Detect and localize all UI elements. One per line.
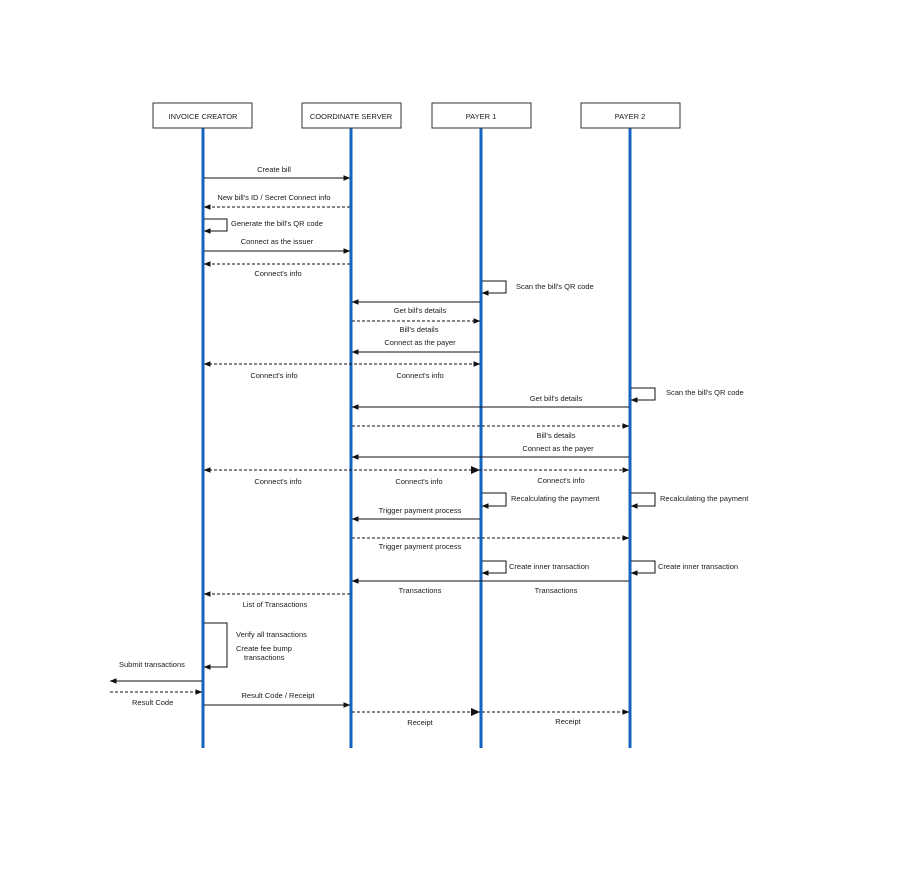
message-result-code: Result Code xyxy=(110,689,203,707)
actor-coordinate-server: COORDINATE SERVER xyxy=(301,102,402,129)
self-message-payer1-recalc: Recalculating the payment xyxy=(481,492,600,509)
actor-invoice-creator: INVOICE CREATOR xyxy=(152,102,253,129)
message-label: Connect's info xyxy=(250,371,297,380)
message-connect-payer2: Connect as the payer xyxy=(351,444,629,460)
message-label: Generate the bill's QR code xyxy=(231,219,323,228)
message-receipt: Receipt Receipt xyxy=(352,708,630,727)
message-label: Create fee bump xyxy=(236,644,292,653)
message-trigger-payment-payer2: Trigger payment process xyxy=(352,535,630,551)
self-message-payer2-inner-tx: Create inner transaction xyxy=(630,560,738,576)
message-label: Create inner transaction xyxy=(509,562,589,571)
message-label: Result Code / Receipt xyxy=(242,691,316,700)
message-label: Verify all transactions xyxy=(236,630,307,639)
message-label: Receipt xyxy=(407,718,433,727)
message-create-bill: Create bill xyxy=(204,165,351,181)
message-new-bill-id: New bill's ID / Secret Connect info xyxy=(203,193,350,210)
message-trigger-payment: Trigger payment process xyxy=(351,506,480,522)
message-connect-info-broadcast-all: Connect's info Connect's info Connect's … xyxy=(203,466,630,486)
message-label: Connect's info xyxy=(396,371,443,380)
actor-label: INVOICE CREATOR xyxy=(169,112,238,121)
message-label: Scan the bill's QR code xyxy=(516,282,594,291)
message-label: Recalculating the payment xyxy=(660,494,749,503)
message-label: Connect as the issuer xyxy=(241,237,314,246)
self-message-verify-fee-bump: Verify all transactions Create fee bump … xyxy=(203,622,307,670)
message-get-bill-details-payer2: Get bill's details xyxy=(351,394,629,410)
message-label: Connect as the payer xyxy=(384,338,456,347)
actor-label: COORDINATE SERVER xyxy=(310,112,393,121)
message-label: Connect's info xyxy=(254,477,301,486)
message-label: Scan the bill's QR code xyxy=(666,388,744,397)
actor-label: PAYER 1 xyxy=(466,112,497,121)
actor-payer-2: PAYER 2 xyxy=(580,102,681,129)
message-label: Connect's info xyxy=(254,269,301,278)
self-message-payer1-inner-tx: Create inner transaction xyxy=(481,560,589,576)
message-bill-details: Bill's details xyxy=(352,318,481,334)
message-label: Receipt xyxy=(555,717,581,726)
message-connect-payer: Connect as the payer xyxy=(351,338,480,355)
self-message-payer2-recalc: Recalculating the payment xyxy=(630,492,749,509)
message-label: Create bill xyxy=(257,165,291,174)
message-submit-transactions: Submit transactions xyxy=(109,660,202,684)
message-list-transactions: List of Transactions xyxy=(203,591,350,609)
message-label: Connect's info xyxy=(537,476,584,485)
message-label: Recalculating the payment xyxy=(511,494,600,503)
self-message-payer2-scan: Scan the bill's QR code xyxy=(630,387,744,403)
message-label: Get bill's details xyxy=(530,394,583,403)
message-connect-issuer: Connect as the issuer xyxy=(204,237,351,254)
message-label: Transactions xyxy=(535,586,578,595)
message-bill-details-payer2: Bill's details xyxy=(352,423,630,440)
message-label: Connect as the payer xyxy=(522,444,594,453)
message-label: List of Transactions xyxy=(243,600,308,609)
message-label: Trigger payment process xyxy=(379,542,462,551)
message-get-bill-details: Get bill's details xyxy=(351,299,480,315)
message-connect-info-broadcast: Connect's info Connect's info xyxy=(203,361,481,380)
message-label: Bill's details xyxy=(537,431,576,440)
message-transactions: Transactions Transactions xyxy=(351,578,629,595)
message-label: Transactions xyxy=(399,586,442,595)
message-connect-info: Connect's info xyxy=(203,261,350,278)
message-label: Submit transactions xyxy=(119,660,185,669)
actor-label: PAYER 2 xyxy=(615,112,646,121)
message-label: Get bill's details xyxy=(394,306,447,315)
message-label: Trigger payment process xyxy=(379,506,462,515)
message-label: New bill's ID / Secret Connect info xyxy=(217,193,330,202)
message-result-receipt: Result Code / Receipt xyxy=(204,691,351,708)
message-label: Result Code xyxy=(132,698,173,707)
actor-payer-1: PAYER 1 xyxy=(431,102,532,129)
message-label: Create inner transaction xyxy=(658,562,738,571)
self-message-payer1-scan: Scan the bill's QR code xyxy=(481,280,594,296)
message-label: transactions xyxy=(244,653,285,662)
message-label: Connect's info xyxy=(395,477,442,486)
message-label: Bill's details xyxy=(400,325,439,334)
self-message-generate-qr: Generate the bill's QR code xyxy=(203,218,323,234)
